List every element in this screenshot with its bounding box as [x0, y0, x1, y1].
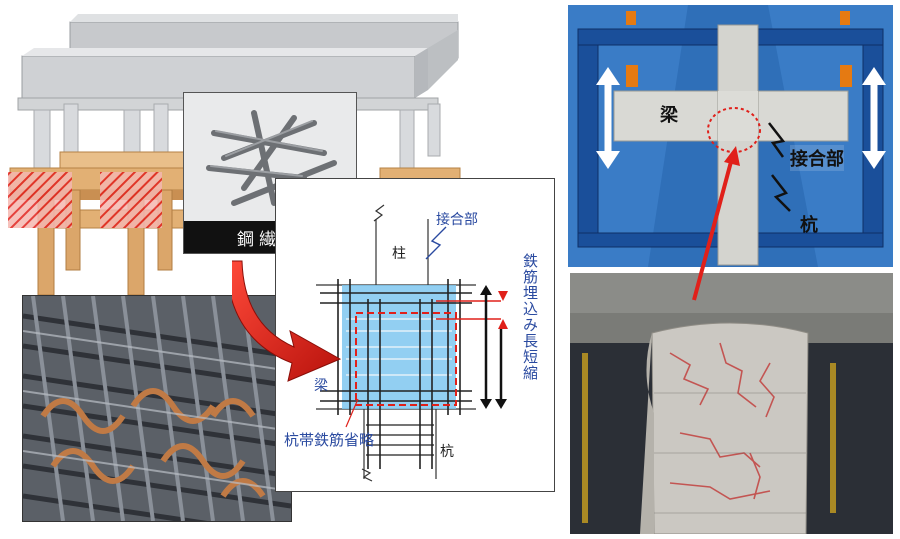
double-arrow-icon [596, 67, 886, 169]
diagram-shorten-label: 鉄筋埋込み長短縮 [521, 253, 539, 381]
diagram-pile-label: 杭 [440, 444, 454, 460]
photo-beam-label: 梁 [660, 105, 678, 126]
photo-pile-label: 杭 [800, 215, 818, 236]
curved-arrow-icon [232, 255, 362, 385]
diagram-omit-label: 杭帯鉄筋省略 [284, 431, 375, 449]
diagram-joint-label: 接合部 [436, 212, 478, 228]
photo-joint-label: 接合部 [790, 145, 844, 171]
joint-detail-diagram: 接合部 柱 梁 杭 杭帯鉄筋省略 鉄筋埋込み長短縮 [275, 178, 555, 492]
diagram-column-label: 柱 [392, 246, 406, 262]
lightning-arrow-icon [768, 122, 791, 212]
diagram-beam-label: 梁 [314, 378, 328, 394]
test-specimen-photo: 梁 接合部 杭 [568, 5, 893, 267]
rebar-cage-photo [22, 295, 292, 522]
pointer-arrow-icon [680, 140, 750, 310]
damage-photo [570, 273, 893, 534]
